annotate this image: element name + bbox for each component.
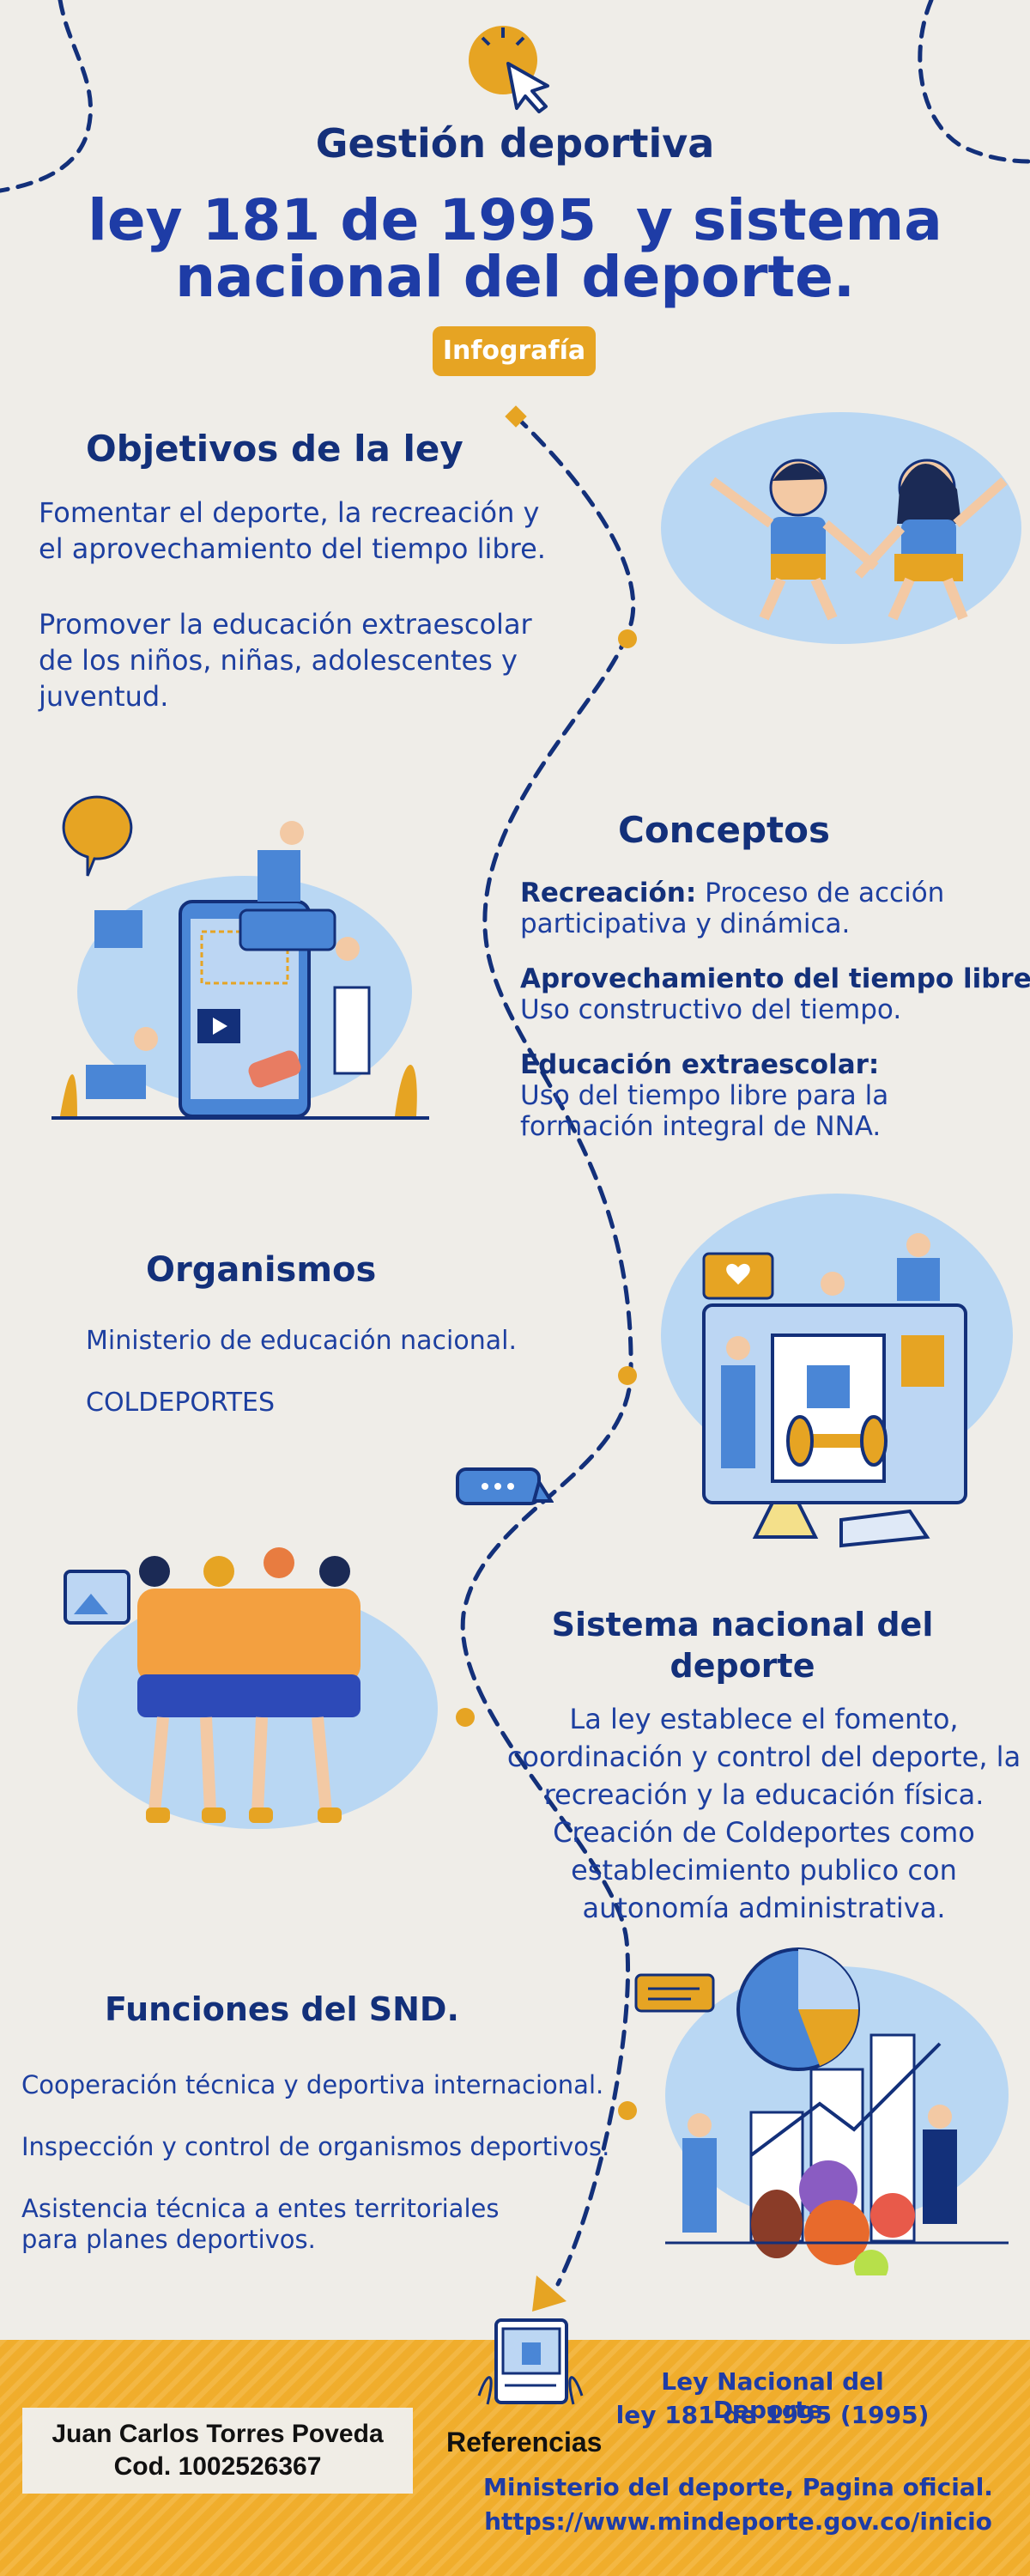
page-title-line1: ley 181 de 1995 y sistema (88, 187, 942, 253)
funciones-title: Funciones del SND. (105, 1990, 459, 2028)
reference-2-link[interactable]: https://www.mindeporte.gov.co/inicio (484, 2507, 992, 2536)
objetivos-title: Objetivos de la ley (86, 428, 464, 470)
page-title-line2: nacional del deporte. (175, 244, 855, 310)
chat-bubble-icon (456, 1467, 554, 1505)
reference-1-line2: ley 181 de 1995 (1995) (615, 2401, 930, 2429)
page-subtitle: Gestión deportiva (315, 120, 715, 167)
reference-1-line1: Ley Nacional del Deporte, (661, 2367, 884, 2424)
funcion-item: Cooperación técnica y deportiva internac… (21, 2070, 604, 2099)
concepto-text: Uso del tiempo libre para la formación i… (520, 1080, 889, 1142)
cursor-click-icon (469, 26, 549, 113)
reference-2-line1: Ministerio del deporte, Pagina oficial. (483, 2473, 993, 2501)
concepto-aprovechamiento: Aprovechamiento del tiempo libre: Uso co… (520, 963, 1030, 1025)
sports-analytics-illustration (631, 1941, 1017, 2275)
kids-exercising-illustration (661, 404, 1021, 653)
concepto-recreacion: Recreación: Proceso de acción participat… (520, 878, 1027, 939)
concepto-term: Aprovechamiento del tiempo libre: (520, 963, 1030, 994)
organismo-item: COLDEPORTES (86, 1388, 276, 1418)
concepto-text: Proceso de acción participativa y dinámi… (520, 878, 945, 939)
team-hug-illustration (60, 1537, 446, 1846)
author-name: Juan Carlos Torres Poveda (52, 2420, 384, 2448)
social-media-illustration (652, 1194, 1013, 1563)
author-code: Cod. 1002526367 (113, 2452, 322, 2481)
conceptos-title: Conceptos (618, 809, 830, 851)
decorative-dashed-curve-right (918, 0, 1030, 164)
concepto-term: Recreación: (520, 878, 697, 908)
author-card: Juan Carlos Torres Poveda Cod. 100252636… (22, 2408, 413, 2494)
organismo-item: Ministerio de educación nacional. (86, 1326, 517, 1356)
sistema-description: La ley establece el fomento, coordinació… (506, 1703, 1021, 1924)
sistema-title-line2: deporte (670, 1647, 815, 1685)
decorative-dashed-curve-left (0, 0, 93, 193)
objetivos-paragraph-2: Promover la educación extraescolar de lo… (39, 608, 532, 713)
funcion-item: Inspección y control de organismos depor… (21, 2132, 610, 2161)
objetivos-paragraph-1: Fomentar el deporte, la recreación y el … (39, 496, 546, 565)
concepto-educacion: Educación extraescolar: Uso del tiempo l… (520, 1049, 1027, 1142)
funcion-item: Asistencia técnica a entes territoriales… (21, 2194, 500, 2254)
concepto-term: Educación extraescolar: (520, 1049, 880, 1080)
infografia-badge: Infografía (433, 326, 596, 376)
concepto-text: Uso constructivo del tiempo. (520, 994, 902, 1025)
digital-team-illustration (52, 790, 429, 1133)
timeline-dashed-path (456, 405, 637, 2312)
sistema-title-line1: Sistema nacional del (551, 1606, 934, 1643)
references-label: Referencias (446, 2427, 603, 2458)
like-post-icon (477, 2318, 584, 2405)
organismos-title: Organismos (146, 1250, 377, 1290)
